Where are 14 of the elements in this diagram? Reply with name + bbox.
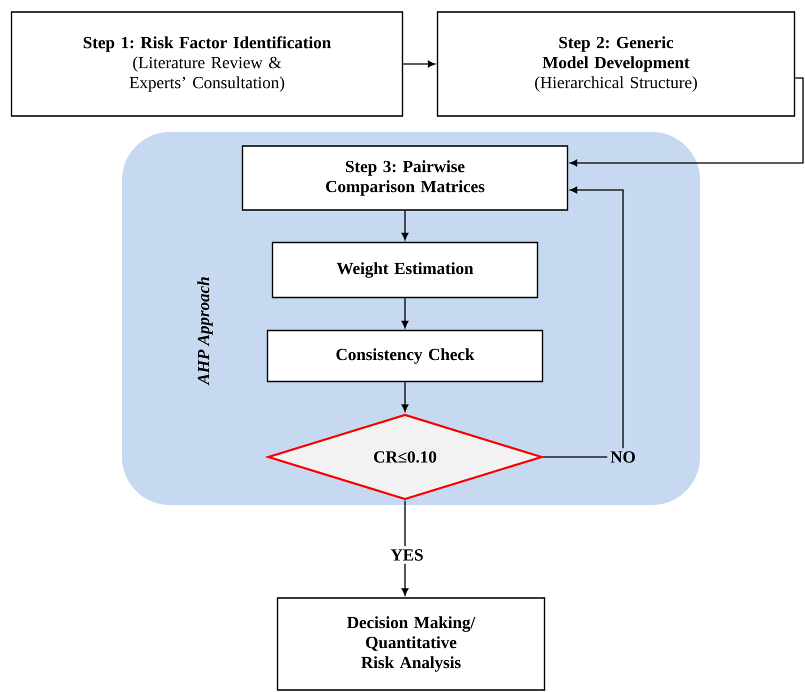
arrow: [402, 298, 408, 328]
edge-label: YES: [387, 546, 427, 564]
process-box: Step 1: Risk Factor Identification (Literature Review & Experts’ Consultation): [10, 11, 404, 117]
edge-label: NO: [607, 448, 639, 466]
arrow: [402, 382, 408, 412]
arrow: [402, 210, 408, 240]
arrow: [403, 60, 436, 68]
process-box: Step 2: Generic Model Development (Hierarchical Structure): [436, 11, 796, 117]
process-box: Step 3: Pairwise Comparison Matrices: [242, 145, 568, 211]
process-box: Consistency Check: [266, 330, 544, 382]
process-box: Decision Making/ Quantitative Risk Analysis: [276, 597, 546, 691]
process-box: Weight Estimation: [272, 242, 538, 298]
arrow: [570, 77, 804, 166]
arrow: [543, 186, 624, 458]
